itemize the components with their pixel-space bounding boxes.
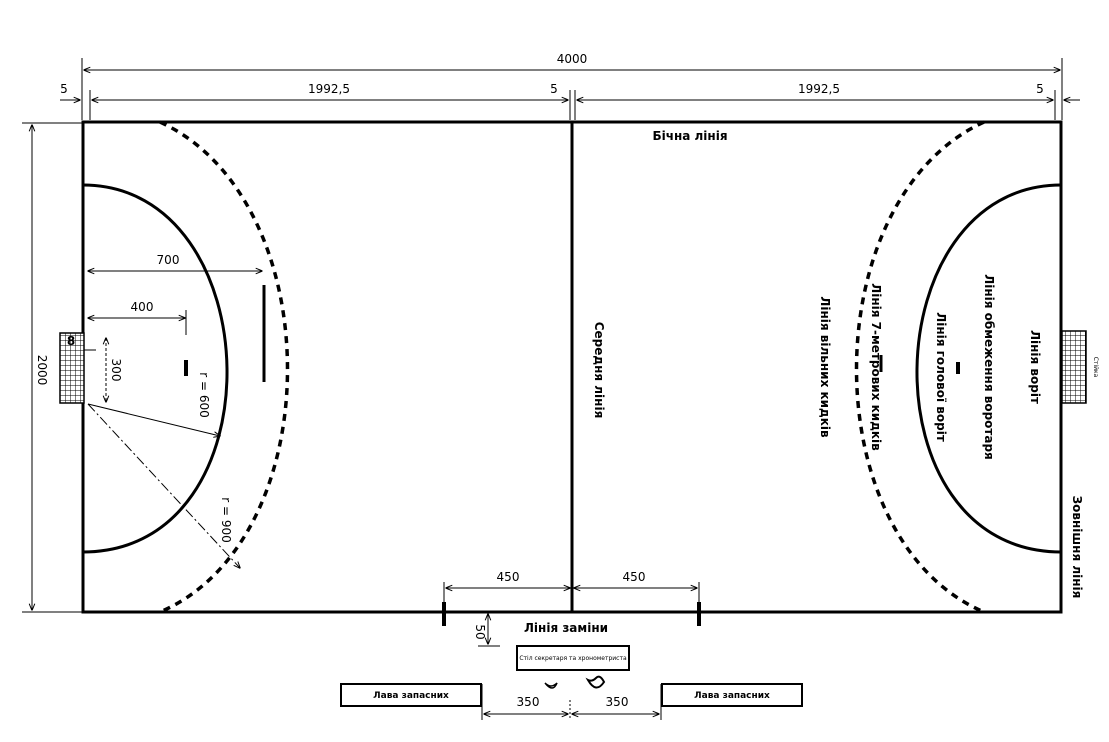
left-goal-net (59, 332, 85, 404)
substitution-area: 450 450 50 Лінія заміни Стіл секретаря т… (340, 570, 803, 720)
right-free-throw-line (854, 120, 985, 614)
radius-900-line (87, 403, 240, 568)
left-free-throw-line (159, 120, 290, 614)
timekeeper-table (516, 645, 630, 671)
label-side-line: Бічна лінія (652, 129, 727, 143)
dim-sub-right: 450 (623, 570, 646, 584)
official-seat-right (585, 675, 606, 689)
label-seven-meter-line: Лінія 7-метрових кидків (869, 283, 883, 451)
dim-sub-left: 450 (497, 570, 520, 584)
top-dimensions: 4000 1992,5 1992,5 5 5 5 (60, 52, 1080, 120)
dim-goal-width: 8 (67, 334, 75, 348)
label-free-throw-line: Лінія вільних кидків (818, 296, 832, 438)
goal-post-note: Стійка (1092, 357, 1099, 378)
label-outer-goal-line: Зовнішня лінія (1070, 496, 1084, 599)
dim-radius-600: r = 600 (197, 372, 211, 418)
dim-400: 400 (131, 300, 154, 314)
bench-right (661, 683, 803, 707)
bench-left (340, 683, 482, 707)
right-goal-net (1061, 330, 1087, 404)
right-goal-area-line (915, 183, 1062, 554)
official-seat-left (544, 682, 558, 689)
dim-sub-depth: 50 (473, 624, 487, 639)
dim-half-right: 1992,5 (798, 82, 840, 96)
dim-total-length: 4000 (557, 52, 588, 66)
dim-radius-900: r = 900 (219, 497, 233, 543)
label-goalkeeper-limit-line: Лінія обмеження воротаря (982, 274, 996, 460)
label-timekeeper-table: Стіл секретаря та хронометриста (519, 655, 627, 662)
dim-line-center-5: 5 (550, 82, 558, 96)
left-goal-area-line (82, 183, 229, 554)
dim-bench-left: 350 (517, 695, 540, 709)
dim-half-left: 1992,5 (308, 82, 350, 96)
radius-600-line (87, 403, 220, 436)
label-substitution-line: Лінія заміни (524, 621, 608, 635)
right-half-markings: Стійка (854, 120, 1099, 614)
label-goal-line: Лінія воріт (1028, 330, 1042, 404)
dim-300: 300 (109, 359, 123, 382)
dim-line-right-5: 5 (1036, 82, 1044, 96)
dim-700: 700 (157, 253, 180, 267)
dim-line-left-5: 5 (60, 82, 68, 96)
dim-bench-right: 350 (606, 695, 629, 709)
label-bench-right: Лава запасних (694, 691, 770, 701)
label-bench-left: Лава запасних (373, 691, 449, 701)
left-half-markings: 700 400 300 8 r = 600 r = 900 (59, 120, 290, 614)
line-labels: Бічна лінія Середня лінія Лінія вільних … (592, 129, 1084, 598)
label-goal-area-line: Лінія голової воріт (934, 312, 948, 442)
dim-width: 2000 (35, 355, 49, 386)
label-center-line: Середня лінія (592, 322, 606, 419)
width-dimension: 2000 (22, 122, 82, 613)
